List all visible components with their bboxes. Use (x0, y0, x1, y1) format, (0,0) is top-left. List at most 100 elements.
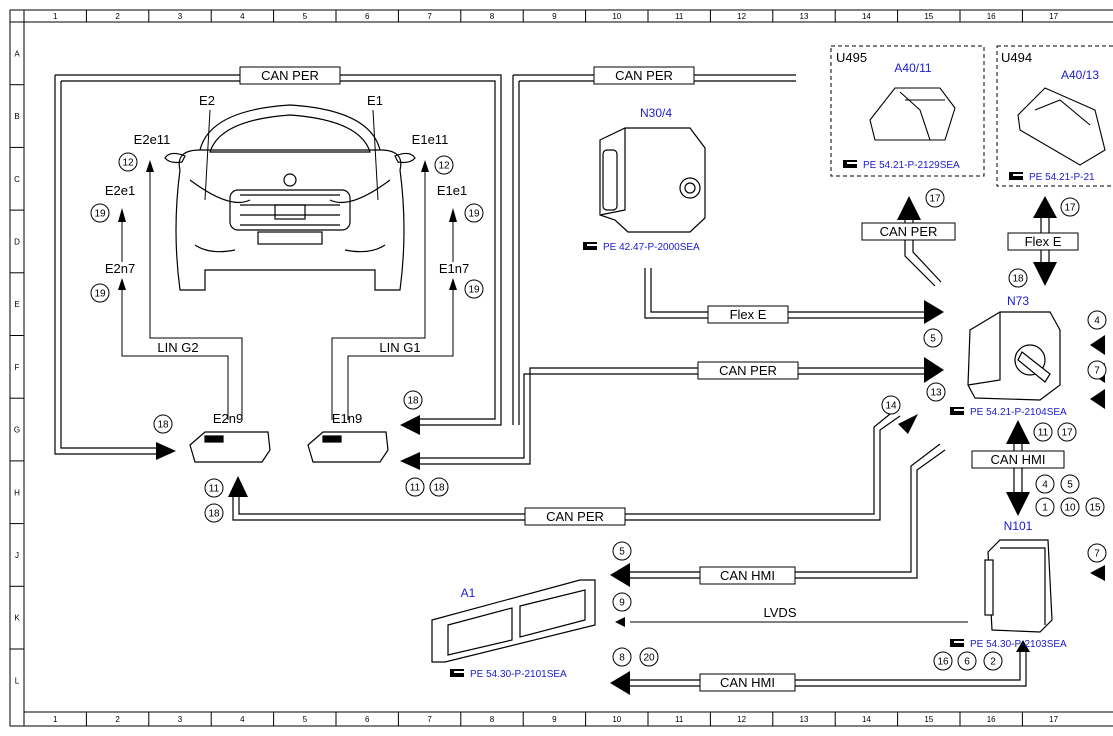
grid-col-label: 9 (552, 715, 557, 724)
circled-number: 8 (612, 647, 632, 667)
bus-label-box (1007, 232, 1079, 251)
circled-number: 14 (881, 395, 901, 415)
grid-row-label: C (14, 175, 20, 184)
grid-col-label: 6 (365, 12, 370, 21)
component-label-a40-13: A40/13 (1061, 68, 1099, 82)
bus-label-box (239, 66, 341, 85)
component-label-n30-4: N30/4 (640, 106, 672, 120)
svg-text:19: 19 (468, 209, 480, 220)
circled-number: 17 (925, 188, 945, 208)
circled-number: 12 (118, 152, 138, 172)
u495-box (830, 45, 985, 177)
component-label-u494: U494 (1001, 50, 1032, 65)
grid-col-label: 15 (924, 715, 933, 724)
reference-a40-11[interactable]: PE 54.21-P-2129SEA (863, 160, 960, 171)
svg-text:11: 11 (209, 484, 220, 495)
svg-text:20: 20 (643, 653, 655, 664)
circled-number: 15 (1085, 497, 1105, 517)
bus-label-can-hmi-n73: CAN HMI (991, 452, 1046, 467)
circled-number: 7 (1087, 543, 1107, 563)
grid-col-label: 10 (612, 12, 621, 21)
reference-n30-4[interactable]: PE 42.47-P-2000SEA (603, 242, 700, 253)
svg-text:18: 18 (433, 483, 445, 494)
bus-label-flex-e-n304: Flex E (730, 307, 767, 322)
bus-label-can-hmi-a1-upper: CAN HMI (720, 568, 775, 583)
svg-text:18: 18 (157, 420, 169, 431)
component-label-n101: N101 (1004, 519, 1033, 533)
circled-number: 20 (639, 647, 659, 667)
svg-text:7: 7 (1094, 366, 1100, 377)
circled-number: 19 (464, 279, 484, 299)
arrowheads (118, 160, 1105, 695)
reference-a40-13[interactable]: PE 54.21-P-21 (1029, 172, 1095, 183)
grid-col-label: 17 (1049, 12, 1058, 21)
circled-number: 16 (933, 651, 953, 671)
a40-13-drawing (1017, 87, 1106, 166)
grid-col-label: 4 (240, 715, 245, 724)
bus-label-lin-g2: LIN G2 (157, 340, 198, 355)
component-label-e1: E1 (367, 93, 383, 108)
component-label-e1e1: E1e1 (437, 183, 467, 198)
bus-label-can-per-top-right: CAN PER (615, 68, 673, 83)
circled-number: 18 (429, 477, 449, 497)
circled-number: 4 (1087, 310, 1107, 330)
grid-col-label: 16 (987, 12, 996, 21)
bus-label-lin-g1: LIN G1 (379, 340, 420, 355)
n73-unit-drawing (967, 311, 1061, 401)
a1-cluster-drawing (431, 579, 596, 663)
grid-col-label: 12 (737, 715, 746, 724)
reference-a1[interactable]: PE 54.30-P-2101SEA (470, 669, 567, 680)
svg-text:8: 8 (619, 653, 625, 664)
grid-col-label: 9 (552, 12, 557, 21)
svg-text:9: 9 (619, 598, 625, 609)
circled-number: 17 (1057, 422, 1077, 442)
grid-row-label: A (14, 49, 20, 58)
bus-label-can-hmi-a1-lower: CAN HMI (720, 675, 775, 690)
component-label-e1e11: E1e11 (412, 132, 449, 147)
bus-label-box (707, 305, 789, 324)
hand-pointer-icon (843, 160, 859, 168)
reference-n73[interactable]: PE 54.21-P-2104SEA (970, 407, 1067, 418)
grid-col-label: 16 (987, 715, 996, 724)
circled-number: 11 (204, 478, 224, 498)
grid-col-label: 5 (303, 715, 308, 724)
circled-number: 5 (612, 541, 632, 561)
bus-label-can-per-top-left: CAN PER (261, 68, 319, 83)
bus-label-can-per-mid: CAN PER (719, 363, 777, 378)
bus-label-box (593, 66, 695, 85)
grid-col-label: 17 (1049, 715, 1058, 724)
component-label-e1n9: E1n9 (332, 411, 362, 426)
n30-4-unit-drawing (599, 127, 706, 233)
svg-text:6: 6 (964, 657, 970, 668)
grid-col-label: 11 (675, 12, 684, 21)
bus-label-box (524, 507, 626, 526)
component-label-u495: U495 (836, 50, 867, 65)
lin-wires (121, 172, 968, 623)
grid-col-label: 1 (53, 715, 58, 724)
grid-col-label: 4 (240, 12, 245, 21)
reference-n101[interactable]: PE 54.30-P-2103SEA (970, 639, 1067, 650)
svg-text:19: 19 (94, 289, 106, 300)
component-label-e2e1: E2e1 (105, 183, 135, 198)
svg-text:12: 12 (438, 161, 450, 172)
a40-11-drawing (869, 87, 956, 141)
component-label-e2n9: E2n9 (213, 411, 243, 426)
grid-col-label: 12 (737, 12, 746, 21)
grid-row-label: F (15, 363, 20, 372)
grid-col-label: 14 (862, 12, 871, 21)
grid-row-label: B (14, 112, 19, 121)
circled-number: 6 (957, 651, 977, 671)
svg-text:4: 4 (1094, 316, 1100, 327)
hand-pointer-icon (950, 407, 966, 415)
grid-col-label: 2 (115, 715, 120, 724)
component-label-e2: E2 (199, 93, 215, 108)
component-label-e1n7: E1n7 (439, 261, 469, 276)
circled-number: 7 (1087, 360, 1107, 380)
grid-row-label: E (14, 300, 19, 309)
circled-number: 19 (90, 203, 110, 223)
car-label-leaders (204, 109, 379, 201)
grid-row-label: K (14, 614, 20, 623)
